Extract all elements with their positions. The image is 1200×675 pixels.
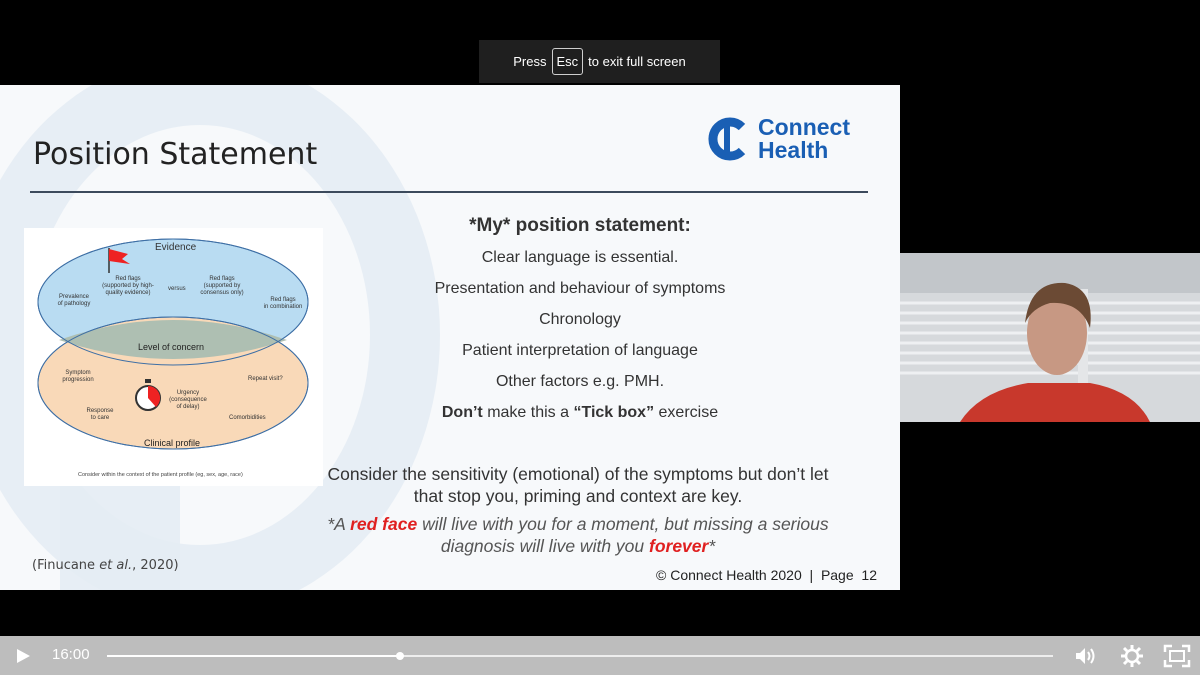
label-response-1: Response xyxy=(86,408,114,414)
tick-box-bold-label: “Tick box” xyxy=(573,404,655,421)
tick-box-bold-dont: Don’t xyxy=(441,404,483,421)
label-red-flags-high-3: quality evidence) xyxy=(105,290,151,296)
position-statement: *My* position statement: Clear language … xyxy=(410,215,750,433)
tick-box-end: exercise xyxy=(654,404,719,421)
label-red-flags-consensus: Red flags (supported by consensus only) xyxy=(192,276,252,297)
label-symptom-2: progression xyxy=(62,377,94,383)
video-player-controls: 16:00 xyxy=(0,636,1200,675)
label-prevalence-1: Prevalence xyxy=(58,294,90,300)
quote-part-2: will live with you for a moment, but mis… xyxy=(417,514,829,556)
fullscreen-hint-press: Press xyxy=(513,54,547,69)
tick-box-mid: make this a xyxy=(482,404,574,421)
label-red-flags-high-1: Red flags xyxy=(115,276,141,282)
citation-italic: et al. xyxy=(99,558,133,573)
red-face-quote: *A red face will live with you for a mom… xyxy=(318,513,838,557)
label-urgency-2: (consequence xyxy=(169,397,207,403)
settings-icon[interactable] xyxy=(1120,644,1144,668)
play-icon[interactable] xyxy=(14,647,32,665)
label-red-flags-cons-3: consensus only) xyxy=(200,290,244,296)
label-red-flags-high-2: (supported by high- xyxy=(102,283,154,289)
label-response-to-care: Response to care xyxy=(80,408,120,422)
statement-line: Patient interpretation of language xyxy=(462,342,698,359)
label-comorbidities: Comorbidities xyxy=(229,415,266,421)
presentation-slide: Position Statement Connect Health xyxy=(0,85,900,590)
label-context-note: Consider within the context of the patie… xyxy=(78,472,243,478)
label-prevalence-2: of pathology xyxy=(57,301,91,307)
current-time: 16:00 xyxy=(52,646,90,663)
label-repeat-visit: Repeat visit? xyxy=(248,376,283,382)
label-urgency-3: of delay) xyxy=(176,404,200,410)
label-clinical-profile: Clinical profile xyxy=(144,438,201,448)
slide-title: Position Statement xyxy=(33,137,318,172)
quote-part-1: *A xyxy=(327,514,351,534)
label-versus: versus xyxy=(168,286,186,292)
label-urgency-1: Urgency xyxy=(176,390,200,396)
label-red-flags-cons-1: Red flags xyxy=(209,276,235,282)
stopwatch-icon xyxy=(135,379,161,411)
label-prevalence: Prevalence of pathology xyxy=(50,294,98,308)
label-red-flags-cons-2: (supported by xyxy=(203,283,241,289)
red-flag-icon xyxy=(108,248,130,273)
fullscreen-hint: Press Esc to exit full screen xyxy=(479,40,720,83)
label-symptom-progression: Symptom progression xyxy=(54,370,102,384)
statement-line: Other factors e.g. PMH. xyxy=(495,373,665,390)
diagram-graphic xyxy=(37,238,309,450)
citation: (Finucane et al., 2020) xyxy=(32,558,179,573)
label-evidence: Evidence xyxy=(155,242,197,253)
citation-pre: (Finucane xyxy=(32,558,100,573)
quote-part-3: * xyxy=(708,536,716,556)
slide-footer: © Connect Health 2020 | Page 12 xyxy=(656,567,877,583)
citation-post: , 2020) xyxy=(132,558,179,573)
label-response-2: to care xyxy=(90,415,110,421)
logo-text: Connect Health xyxy=(758,116,850,162)
label-level-of-concern: Level of concern xyxy=(138,342,205,352)
fullscreen-hint-text: to exit full screen xyxy=(588,54,686,69)
label-combination-2: in combination xyxy=(263,304,303,310)
progress-scrubber[interactable] xyxy=(107,652,1053,660)
logo-line-health: Health xyxy=(758,137,829,163)
volume-icon[interactable] xyxy=(1073,644,1097,668)
presenter-webcam xyxy=(900,253,1200,422)
label-combination-1: Red flags xyxy=(270,297,296,303)
label-symptom-1: Symptom xyxy=(65,370,91,376)
logo-line-connect: Connect xyxy=(758,114,850,140)
label-urgency: Urgency (consequence of delay) xyxy=(166,390,210,411)
presenter-video-frame xyxy=(900,253,1200,422)
quote-red-face: red face xyxy=(350,514,418,534)
label-red-flags-combination: Red flags in combination xyxy=(255,297,311,311)
esc-key: Esc xyxy=(551,48,584,75)
title-divider xyxy=(30,191,868,193)
statement-line: Chronology xyxy=(539,311,621,328)
label-red-flags-high: Red flags (supported by high- quality ev… xyxy=(90,276,166,297)
scrubber-handle[interactable] xyxy=(396,652,405,660)
statement-line: Clear language is essential. xyxy=(481,249,679,266)
concern-diagram: Evidence Red flags (supported by high- q… xyxy=(24,228,323,486)
connect-health-logo: Connect Health xyxy=(706,116,850,162)
quote-forever: forever xyxy=(649,536,709,556)
statement-line: Presentation and behaviour of symptoms xyxy=(434,280,726,297)
fullscreen-icon[interactable] xyxy=(1163,644,1191,668)
consider-text: Consider the sensitivity (emotional) of … xyxy=(327,464,829,506)
progress-fill xyxy=(107,655,401,657)
statement-heading: *My* position statement: xyxy=(469,215,691,236)
logo-mark-icon xyxy=(708,117,746,161)
statement-tick-box-line: Don’t make this a “Tick box” exercise xyxy=(410,402,750,433)
